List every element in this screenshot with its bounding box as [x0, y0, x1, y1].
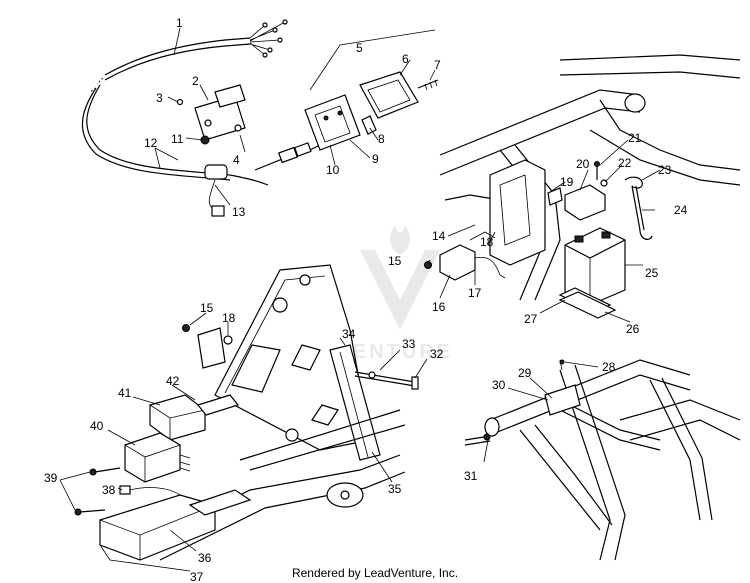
callout-39: 39: [44, 471, 58, 485]
frame-battery-group: [424, 54, 741, 319]
callout-28: 28: [602, 360, 616, 374]
leaders-right-bottom: [483, 361, 599, 463]
callout-11: 11: [171, 132, 184, 146]
callout-14: 14: [432, 229, 446, 243]
callout-23: 23: [658, 163, 672, 177]
callout-15: 15: [388, 254, 402, 268]
callout-12: 12: [144, 136, 158, 150]
callout-29: 29: [518, 366, 532, 380]
callout-7: 7: [434, 58, 441, 72]
leaders-bottom-left: [59, 312, 428, 572]
rear-frame-group: [464, 359, 741, 561]
callout-9: 9: [372, 152, 379, 166]
callout-20: 20: [576, 157, 590, 171]
callout-22: 22: [618, 156, 632, 170]
callout-labels: 1 2 3 4 5 6 7 8 9 10 11 12 13 14 15 16 1…: [44, 16, 688, 583]
callout-17: 17: [468, 286, 482, 300]
callout-38: 38: [102, 483, 116, 497]
callout-19: 19: [560, 175, 574, 189]
callout-41: 41: [118, 386, 132, 400]
callout-34: 34: [342, 327, 356, 341]
callout-10: 10: [326, 163, 340, 177]
callout-36: 36: [198, 551, 212, 565]
callout-18: 18: [480, 235, 494, 249]
callout-33: 33: [402, 337, 416, 351]
callout-2: 2: [192, 74, 199, 88]
callout-13: 13: [232, 205, 246, 219]
callout-16: 16: [432, 300, 446, 314]
callout-21: 21: [628, 131, 642, 145]
callout-35: 35: [388, 482, 402, 496]
callout-1: 1: [176, 16, 183, 30]
footer-credit: Rendered by LeadVenture, Inc.: [291, 566, 459, 580]
leaders-right-top: [425, 139, 661, 323]
callout-4: 4: [233, 153, 240, 167]
callout-42: 42: [166, 374, 180, 388]
leaders-top-left: [154, 27, 436, 206]
callout-25: 25: [645, 266, 659, 280]
callout-27: 27: [524, 312, 538, 326]
callout-8: 8: [378, 132, 385, 146]
harness-group: [81, 19, 439, 217]
callout-5: 5: [356, 41, 363, 55]
callout-32: 32: [430, 347, 444, 361]
callout-18-lower: 18: [222, 311, 236, 325]
callout-6: 6: [402, 52, 409, 66]
frame-plate-group: [74, 264, 419, 561]
callout-24: 24: [674, 203, 688, 217]
callout-15-lower: 15: [200, 301, 214, 315]
callout-37: 37: [190, 570, 204, 583]
callout-26: 26: [626, 322, 640, 336]
callout-31: 31: [464, 469, 478, 483]
callout-3: 3: [156, 91, 163, 105]
callout-30: 30: [492, 378, 506, 392]
callout-40: 40: [90, 419, 104, 433]
